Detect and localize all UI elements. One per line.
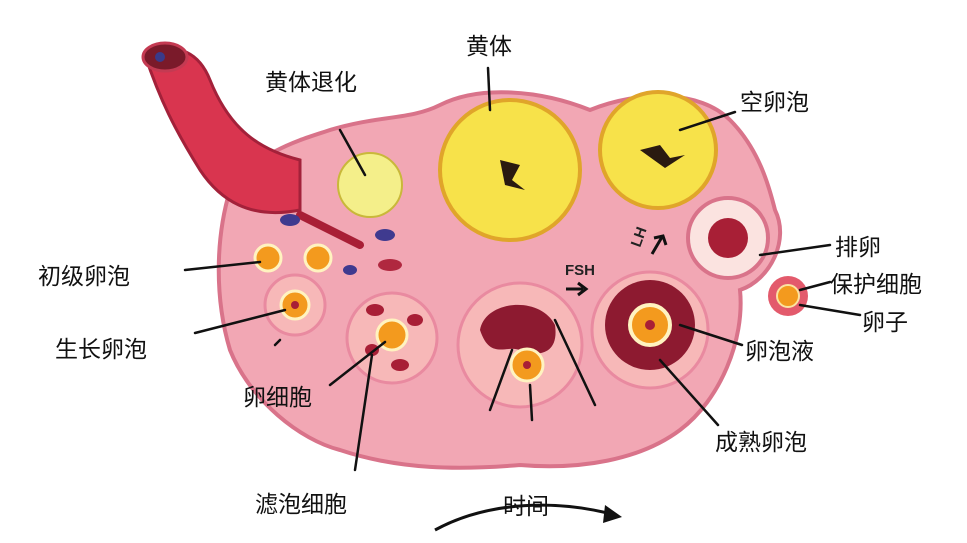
leader-lines: [183, 66, 862, 472]
label-primary-follicle: 初级卵泡: [38, 264, 130, 290]
empty-follicle: [598, 90, 718, 210]
label-growing-follicle: 生长卵泡: [55, 337, 147, 363]
time-arrow[interactable]: [434, 503, 616, 532]
growing-follicle: [263, 273, 327, 337]
regressing-corpus-luteum: [337, 152, 403, 218]
lh-label: LH: [628, 225, 651, 250]
label-empty-follicle: 空卵泡: [740, 90, 809, 116]
label-corpus-luteum: 黄体: [466, 34, 512, 60]
released-egg: [768, 276, 808, 316]
label-corpus-regression: 黄体退化: [265, 70, 357, 96]
label-ovulation: 排卵: [835, 235, 881, 261]
fsh-arrow: [566, 281, 589, 297]
label-oocyte: 卵细胞: [243, 385, 312, 411]
antral-follicle: [456, 281, 584, 409]
secondary-follicle: [345, 291, 439, 385]
fsh-label: FSH: [565, 262, 595, 279]
label-granulosa-cells: 滤泡细胞: [255, 492, 347, 518]
primary-follicle: [253, 243, 333, 273]
blood-vessel: [143, 47, 302, 215]
label-mature-follicle: 成熟卵泡: [715, 430, 807, 456]
corpus-luteum: [438, 98, 582, 242]
mature-follicle: [590, 270, 710, 390]
label-egg: 卵子: [862, 310, 908, 336]
label-time: 时间: [503, 494, 549, 520]
label-protective-cells: 保护细胞: [830, 272, 922, 298]
ovulating-follicle: [686, 196, 770, 280]
label-follicular-fluid: 卵泡液: [745, 339, 814, 365]
lh-arrow: [650, 234, 668, 255]
